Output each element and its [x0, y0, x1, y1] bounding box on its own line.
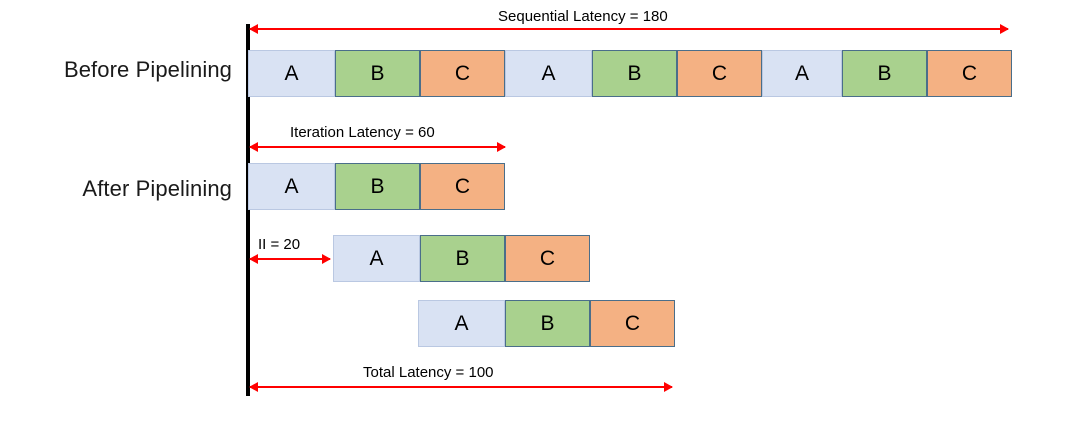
- arrow-head-right-icon: [497, 142, 506, 152]
- sequential-latency-arrow: [249, 24, 1009, 34]
- arrow-line: [250, 28, 1008, 30]
- stage-block-c: C: [505, 235, 590, 282]
- row-label-before-pipelining: Before Pipelining: [63, 57, 232, 82]
- initiation-interval-arrow: [249, 254, 331, 264]
- arrow-head-right-icon: [1000, 24, 1009, 34]
- stage-block-b: B: [335, 50, 420, 97]
- arrow-line: [250, 386, 672, 388]
- arrow-line: [250, 258, 330, 260]
- arrow-head-left-icon: [249, 142, 258, 152]
- stage-block-c: C: [677, 50, 762, 97]
- stage-block-b: B: [842, 50, 927, 97]
- stage-block-b: B: [505, 300, 590, 347]
- iteration-latency-arrow: [249, 142, 506, 152]
- stage-block-b: B: [335, 163, 420, 210]
- stage-block-c: C: [927, 50, 1012, 97]
- stage-block-b: B: [420, 235, 505, 282]
- arrow-line: [250, 146, 505, 148]
- arrow-head-left-icon: [249, 382, 258, 392]
- stage-block-a: A: [418, 300, 505, 347]
- arrow-head-right-icon: [664, 382, 673, 392]
- row-label-after-pipelining: After Pipelining: [82, 176, 232, 201]
- total-latency-arrow: [249, 382, 673, 392]
- stage-block-b: B: [592, 50, 677, 97]
- stage-block-c: C: [420, 50, 505, 97]
- stage-block-c: C: [590, 300, 675, 347]
- arrow-head-right-icon: [322, 254, 331, 264]
- stage-block-a: A: [762, 50, 842, 97]
- arrow-head-left-icon: [249, 254, 258, 264]
- arrow-head-left-icon: [249, 24, 258, 34]
- iteration-latency-label: Iteration Latency = 60: [290, 124, 435, 141]
- stage-block-a: A: [248, 163, 335, 210]
- stage-block-c: C: [420, 163, 505, 210]
- stage-block-a: A: [333, 235, 420, 282]
- stage-block-a: A: [248, 50, 335, 97]
- sequential-latency-label: Sequential Latency = 180: [498, 8, 668, 25]
- total-latency-label: Total Latency = 100: [363, 364, 494, 381]
- initiation-interval-label: II = 20: [258, 236, 301, 253]
- time-axis-line: [246, 24, 250, 396]
- stage-block-a: A: [505, 50, 592, 97]
